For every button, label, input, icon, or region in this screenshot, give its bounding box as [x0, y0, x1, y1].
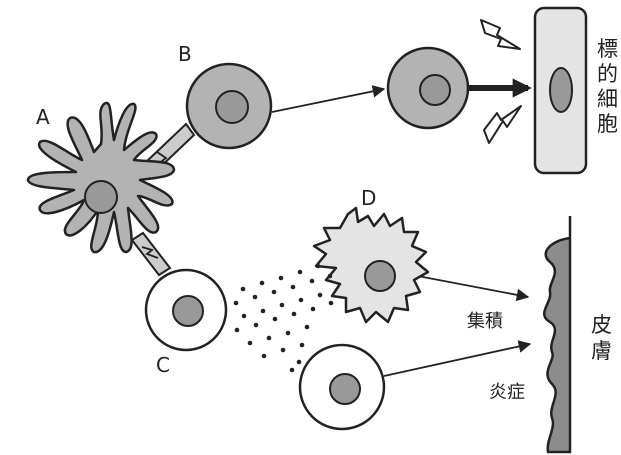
mediator-dot — [267, 336, 272, 341]
label-inflammation: 炎症 — [489, 382, 525, 403]
mediator-dot — [242, 314, 247, 319]
mediator-dot — [254, 323, 259, 328]
mediator-dot — [311, 307, 316, 312]
cell-b-nucleus — [216, 91, 248, 123]
skin-surface — [544, 216, 570, 452]
mediator-dot — [328, 274, 333, 279]
mediator-dot — [253, 295, 258, 300]
label-cell-b: B — [178, 42, 192, 66]
mediator-dot — [248, 341, 253, 346]
cell-d-nucleus — [365, 261, 395, 291]
mediator-dot — [298, 270, 303, 275]
mediator-dot — [281, 348, 286, 353]
cell-a-nucleus — [85, 181, 117, 213]
label-cell-d: D — [361, 186, 376, 210]
mediator-dot — [305, 325, 310, 330]
target-cell-nucleus — [550, 68, 572, 112]
mediator-dot — [234, 301, 239, 306]
mediator-dot — [291, 285, 296, 290]
mediator-dot — [297, 360, 302, 365]
mediator-dot — [260, 281, 265, 286]
arrow-b-to-activated-b — [272, 89, 384, 112]
mediator-dot — [290, 368, 295, 373]
contact-link-a-c — [132, 233, 170, 275]
label-target-cell-2: 的 — [597, 62, 618, 86]
mediator-dot — [300, 343, 305, 348]
cell-c-secondary-nucleus — [330, 374, 360, 404]
mediator-dot — [318, 293, 323, 298]
arrow-c2-to-skin — [384, 344, 530, 376]
label-target-cell-1: 標 — [597, 37, 618, 61]
label-cell-a: A — [36, 105, 50, 129]
mediator-dot — [286, 331, 291, 336]
mediator-dot — [329, 301, 334, 306]
label-skin-1: 皮 — [591, 313, 612, 337]
mediator-dot — [272, 290, 277, 295]
mediator-dot — [280, 303, 285, 308]
cell-a-dendritic — [28, 103, 174, 252]
mediator-dot — [292, 312, 297, 317]
activated-cell-b-nucleus — [420, 75, 450, 105]
lightning-bolt-icon-upper — [481, 20, 520, 49]
label-target-cell-4: 胞 — [597, 112, 618, 136]
mediator-dot — [235, 328, 240, 333]
label-cell-c: C — [156, 353, 170, 377]
lightning-bolt-icon-lower — [484, 106, 521, 143]
mediator-dot — [299, 298, 304, 303]
label-target-cell-3: 細 — [597, 87, 618, 111]
mediator-dot — [241, 287, 246, 292]
mediator-dot — [310, 279, 315, 284]
label-skin-2: 膚 — [591, 339, 612, 363]
mediator-dot — [279, 276, 284, 281]
mediator-dot — [262, 354, 267, 359]
label-accumulation: 集積 — [467, 311, 503, 332]
cell-c-nucleus — [173, 296, 203, 326]
mediator-dot — [261, 309, 266, 314]
mediator-dot — [316, 264, 321, 269]
mediator-dot — [273, 317, 278, 322]
